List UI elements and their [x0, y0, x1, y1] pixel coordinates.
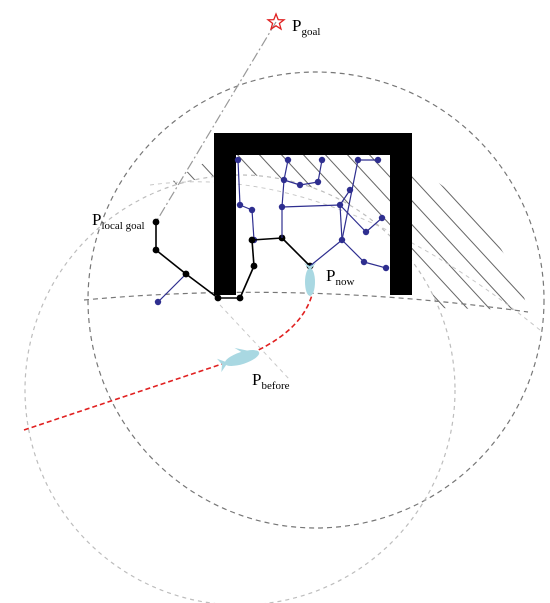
hatch-line	[435, 140, 528, 310]
tree-node	[236, 201, 244, 209]
tree-edge	[309, 239, 343, 267]
tree-edge	[157, 273, 187, 303]
horizon-line-upper	[83, 291, 529, 313]
tree-node	[346, 186, 354, 194]
tree-node	[362, 228, 370, 236]
tree-edge	[341, 159, 359, 241]
hatch-line	[259, 140, 501, 310]
tree-edge	[239, 265, 255, 299]
hatch-line	[0, 60, 82, 320]
tree-node	[154, 298, 162, 306]
hatch-line	[0, 60, 60, 320]
tree-node	[234, 156, 242, 164]
tree-node	[250, 262, 258, 270]
tree-node	[314, 178, 322, 186]
tree-node	[382, 264, 390, 272]
hatch-line	[413, 140, 528, 310]
tree-node	[152, 218, 160, 226]
tree-node	[248, 206, 256, 214]
tree-node	[236, 294, 244, 302]
tree-node	[296, 181, 304, 189]
hatch-line	[546, 60, 550, 320]
tree-edge	[363, 261, 387, 269]
selected-path	[152, 207, 343, 302]
tree-node	[182, 270, 190, 278]
tree-node	[152, 246, 160, 254]
tree-edge	[341, 239, 365, 263]
tree-edge	[283, 159, 289, 181]
tree-edge	[237, 159, 241, 206]
tree-edge	[155, 249, 187, 275]
tree-edge	[339, 204, 367, 233]
hatch-line	[303, 140, 528, 310]
tree-node	[284, 156, 292, 164]
hatch-line	[0, 60, 16, 320]
star-outline-icon	[266, 12, 286, 31]
tree-edge	[281, 204, 341, 208]
tree-node	[354, 156, 362, 164]
tree-node	[214, 294, 222, 302]
tree-edge	[185, 273, 219, 299]
hatch-line	[237, 140, 479, 310]
tree-edge	[251, 237, 283, 241]
before-label: Pbefore	[252, 370, 290, 392]
tree-edge	[365, 217, 383, 233]
hatch-line	[0, 60, 38, 320]
exploration-tree	[154, 156, 390, 306]
local-boundary-line	[219, 304, 291, 381]
goal-direction-line	[155, 21, 277, 223]
goal-label: Pgoal	[292, 16, 320, 38]
hatch-line	[501, 140, 528, 310]
tree-node	[374, 156, 382, 164]
tree-edge	[251, 209, 255, 241]
vehicle-trajectory	[23, 294, 313, 431]
tree-edge	[251, 239, 255, 267]
tree-node	[360, 258, 368, 266]
hatch-line	[479, 140, 528, 310]
tree-edge	[317, 159, 323, 183]
hatch-line	[457, 140, 528, 310]
previous-range-circle	[24, 174, 456, 603]
tree-node	[248, 236, 256, 244]
fish-vehicle-icon	[304, 263, 316, 296]
hatch-line	[88, 140, 105, 310]
tree-node	[378, 214, 386, 222]
horizon-line-lower	[149, 181, 541, 331]
tree-node	[318, 156, 326, 164]
tree-node	[336, 201, 344, 209]
tree-edge	[281, 237, 311, 267]
local-goal-label: Plocal goal	[92, 210, 145, 232]
obstacle-wall	[214, 133, 412, 295]
hatch-line	[523, 140, 528, 310]
tree-node	[280, 176, 288, 184]
tree-edge	[281, 179, 285, 208]
tree-edge	[339, 204, 343, 241]
fish-vehicle-icon	[217, 347, 260, 373]
now-label: Pnow	[326, 266, 354, 288]
